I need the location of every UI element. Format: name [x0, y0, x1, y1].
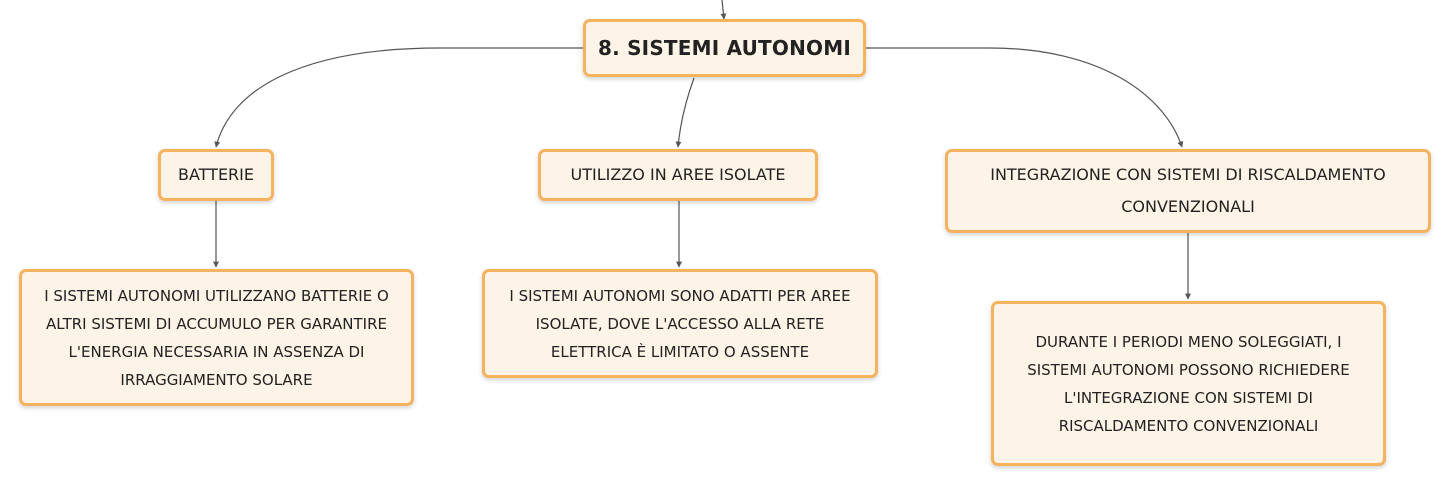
root-to-batterie-connector [214, 47, 583, 148]
topic-node-utilizzo-aree-isolate[interactable]: UTILIZZO IN AREE ISOLATE [538, 149, 818, 201]
parent-connector [720, 0, 727, 20]
detail-text: I SISTEMI AUTONOMI UTILIZZANO BATTERIE O… [44, 286, 389, 389]
root-to-aree-isolate-connector [675, 77, 695, 148]
root-to-integrazione-connector [866, 47, 1184, 148]
detail-node-integrazione[interactable]: DURANTE I PERIODI MENO SOLEGGIATI, I SIS… [991, 301, 1386, 466]
topic-node-integrazione[interactable]: INTEGRAZIONE CON SISTEMI DI RISCALDAMENT… [945, 149, 1431, 233]
topic-node-batterie[interactable]: BATTERIE [158, 149, 274, 201]
topic-label: UTILIZZO IN AREE ISOLATE [570, 165, 786, 184]
topic-label: INTEGRAZIONE CON SISTEMI DI RISCALDAMENT… [990, 165, 1386, 216]
detail-node-batterie[interactable]: I SISTEMI AUTONOMI UTILIZZANO BATTERIE O… [19, 269, 414, 406]
topic-label: BATTERIE [178, 165, 254, 184]
root-label: 8. SISTEMI AUTONOMI [598, 36, 851, 60]
root-node[interactable]: 8. SISTEMI AUTONOMI [583, 19, 866, 77]
detail-text: I SISTEMI AUTONOMI SONO ADATTI PER AREE … [509, 286, 851, 361]
detail-node-utilizzo-aree-isolate[interactable]: I SISTEMI AUTONOMI SONO ADATTI PER AREE … [482, 269, 878, 378]
detail-text: DURANTE I PERIODI MENO SOLEGGIATI, I SIS… [1027, 332, 1350, 435]
